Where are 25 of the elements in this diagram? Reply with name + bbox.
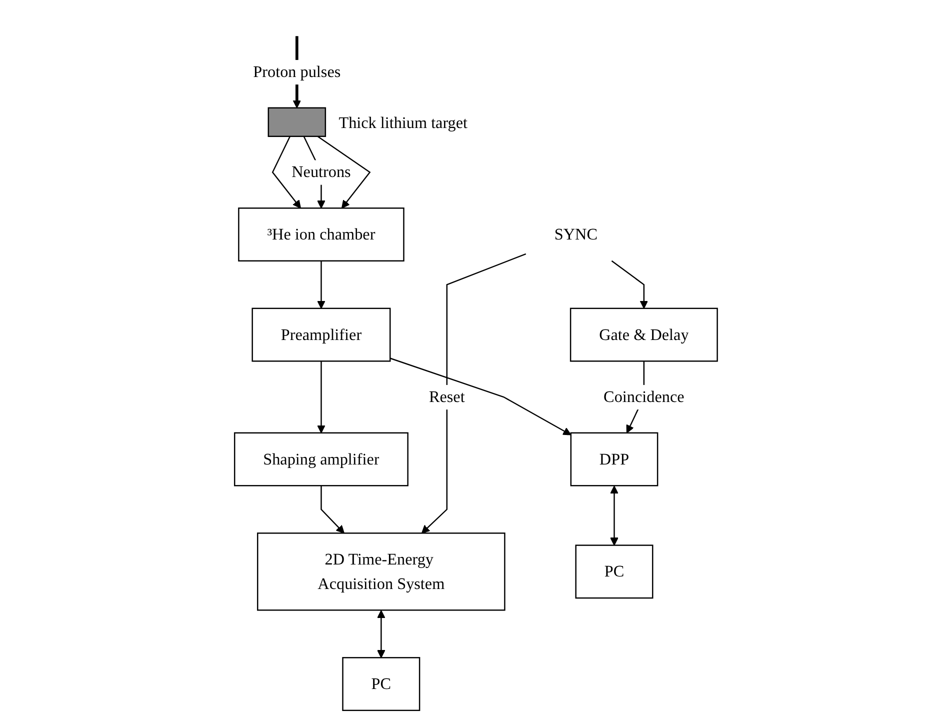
node-box: Shaping amplifier (234, 432, 408, 486)
edge-label: Reset (428, 388, 464, 406)
arrow (271, 136, 301, 208)
edge-label: Proton pulses (252, 62, 340, 81)
node-box: Gate & Delay (570, 308, 718, 362)
arrow (420, 253, 526, 534)
arrow (316, 361, 325, 434)
node-box: DPP (570, 432, 658, 486)
arrow (610, 486, 618, 546)
edge-label: Neutrons (291, 162, 350, 182)
node-box: PC (342, 657, 420, 712)
node-box: 2D Time-Energy Acquisition System (256, 532, 505, 611)
arrow (316, 260, 325, 309)
arrow (389, 358, 571, 436)
arrow (376, 610, 385, 658)
edge-label: Coincidence (603, 388, 684, 406)
arrow (320, 486, 344, 534)
node-box: ³He ion chamber (238, 208, 404, 262)
arrow (610, 260, 648, 309)
arrow (316, 136, 370, 208)
node-box: Preamplifier (251, 308, 390, 362)
node-box: PC (574, 544, 653, 599)
node-bar (267, 107, 326, 137)
node-caption: Thick lithium target (338, 114, 468, 132)
node-text: SYNC (554, 225, 598, 244)
